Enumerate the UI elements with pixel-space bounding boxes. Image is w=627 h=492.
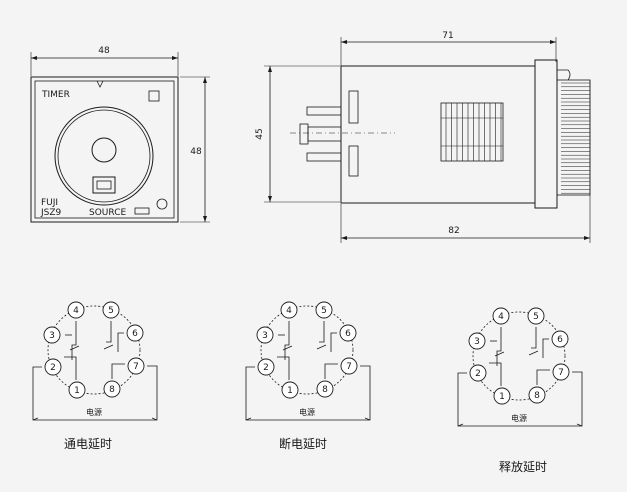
brand-label: FUJI — [41, 198, 58, 208]
model-label: JSZ9 — [40, 208, 62, 218]
pin-3-circle — [256, 326, 274, 344]
side-view — [264, 37, 591, 243]
knob-housing — [534, 59, 558, 209]
pin-7-circle — [340, 357, 358, 375]
front-width-dim: 48 — [98, 46, 110, 56]
pin-8-label: 8 — [534, 391, 540, 401]
pin-4-label: 4 — [286, 306, 292, 316]
key-post — [299, 123, 309, 145]
pin-2-label: 2 — [50, 363, 56, 373]
side-length-dim: 71 — [442, 31, 453, 41]
pin-1-circle — [68, 381, 86, 399]
pin-8-circle — [103, 380, 121, 398]
dial-inner-ring — [57, 109, 151, 203]
timer-label: TIMER — [41, 90, 70, 100]
pin-7-circle — [127, 357, 145, 375]
power-label: 电源 — [299, 407, 315, 417]
pin-2-label: 2 — [475, 369, 481, 379]
pin-1-label: 1 — [74, 386, 80, 396]
pin-3-circle — [43, 326, 61, 344]
pin-1-label: 1 — [499, 392, 505, 402]
pin-6-circle — [339, 324, 357, 342]
pin-6-circle — [126, 324, 144, 342]
pin-1-circle — [493, 387, 511, 405]
pin-3-label: 3 — [49, 331, 55, 341]
pin-5-label: 5 — [533, 312, 539, 322]
pin-6-label: 6 — [557, 335, 563, 345]
pin-5-label: 5 — [108, 306, 114, 316]
pin-8-label: 8 — [322, 385, 328, 395]
pin-2-circle — [469, 364, 487, 382]
knob — [556, 79, 591, 196]
pin-5-label: 5 — [321, 306, 327, 316]
power-label: 电源 — [86, 407, 102, 417]
pin-5-circle — [102, 301, 120, 319]
pin-1-circle — [281, 381, 299, 399]
front-view-labels: 48 48 TIMER FUJI JSZ9 SOURCE — [40, 46, 202, 218]
pin-4-label: 4 — [73, 306, 79, 316]
wiring-caption: 断电延时 — [279, 436, 327, 451]
source-led — [134, 207, 150, 215]
indicator-square — [148, 90, 160, 102]
wiring-caption: 通电延时 — [64, 437, 112, 451]
pin-4-circle — [280, 301, 298, 319]
pin-6-label: 6 — [132, 329, 138, 339]
pin-5-circle — [527, 307, 545, 325]
pin-7-label: 7 — [558, 368, 564, 378]
front-panel-outer — [30, 76, 179, 223]
pin-8-label: 8 — [109, 385, 115, 395]
range-switch — [92, 176, 116, 194]
pin-1-label: 1 — [287, 386, 293, 396]
pin-3-label: 3 — [474, 337, 480, 347]
pin-2-circle — [257, 358, 275, 376]
pin-8-circle — [528, 386, 546, 404]
pin-4-label: 4 — [498, 312, 504, 322]
pin-4-circle — [67, 301, 85, 319]
pin-2-circle — [44, 358, 62, 376]
knob-ribs — [561, 82, 590, 194]
pin-6-circle — [551, 330, 569, 348]
pin-7-label: 7 — [346, 362, 352, 372]
side-view-labels: 71 45 82 — [255, 31, 460, 236]
wiring-caption: 释放延时 — [499, 459, 547, 474]
pin-3-label: 3 — [262, 331, 268, 341]
pin-lower — [306, 152, 342, 162]
gear-lines — [441, 103, 503, 161]
pin-2-label: 2 — [263, 363, 269, 373]
front-height-dim: 48 — [190, 147, 202, 157]
pin-8-circle — [316, 380, 334, 398]
side-height-dim: 45 — [255, 128, 265, 139]
internal-gear — [440, 102, 504, 162]
front-panel-inner — [34, 80, 175, 219]
pin-5-circle — [315, 301, 333, 319]
side-total-dim: 82 — [448, 226, 459, 236]
top-notch-icon — [96, 80, 104, 88]
dial-knob — [91, 137, 117, 163]
source-label: SOURCE — [89, 208, 126, 218]
power-label: 电源 — [511, 413, 527, 423]
side-body — [340, 65, 536, 204]
pin-upper — [306, 106, 342, 116]
pin-4-circle — [492, 307, 510, 325]
pin-6-label: 6 — [345, 329, 351, 339]
pin-7-circle — [552, 363, 570, 381]
reset-hole — [156, 198, 168, 210]
dial-outer-ring — [54, 106, 154, 206]
pin-3-circle — [468, 332, 486, 350]
pin-7-label: 7 — [133, 362, 139, 372]
front-view — [30, 52, 210, 223]
